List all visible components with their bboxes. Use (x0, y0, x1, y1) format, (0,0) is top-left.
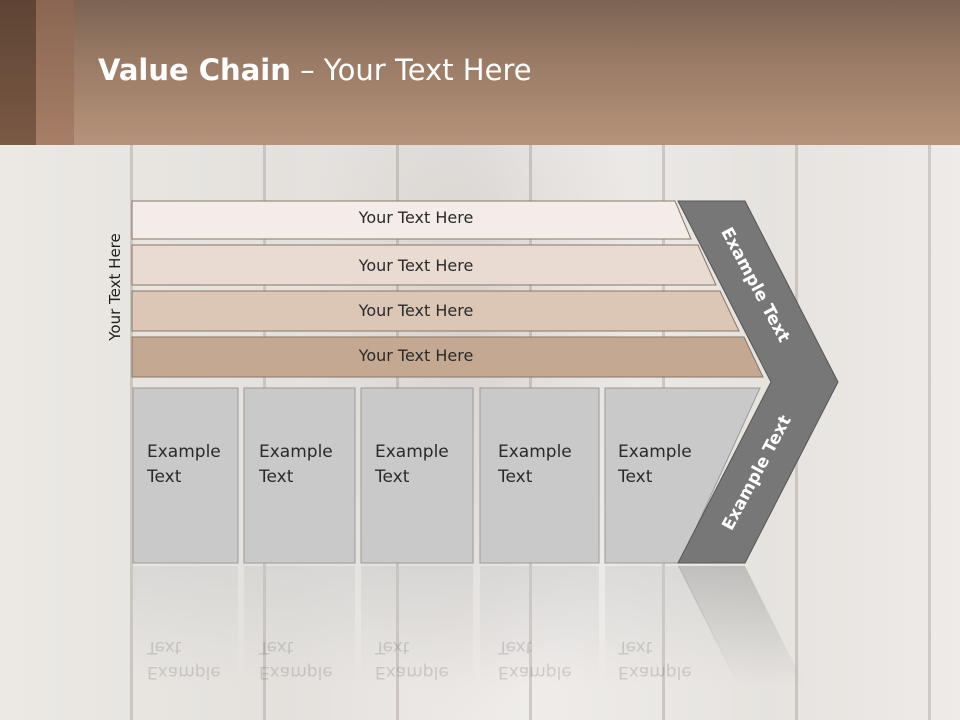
activity-card-3[interactable] (360, 387, 474, 564)
margin-chevron[interactable] (677, 200, 839, 564)
bar-label-4: Your Text Here (358, 346, 474, 365)
slide-title[interactable]: Value Chain – Your Text Here (98, 53, 532, 87)
activity-card-2[interactable] (243, 387, 356, 564)
support-bar-1[interactable] (131, 200, 692, 240)
activity-card-1[interactable] (132, 387, 239, 564)
card-reflection (133, 566, 238, 686)
chevron-reflection (678, 566, 805, 686)
support-bar-4[interactable] (131, 336, 764, 378)
activity-card-4[interactable] (479, 387, 600, 564)
banner-accent-strip (36, 0, 74, 145)
card-reflection (605, 566, 740, 686)
title-rest: – Your Text Here (290, 53, 532, 87)
card-reflection (244, 566, 355, 686)
support-bar-2[interactable] (131, 244, 717, 286)
card-reflection (361, 566, 473, 686)
bar-label-2: Your Text Here (358, 256, 474, 275)
card-reflection (480, 566, 599, 686)
support-bar-3[interactable] (131, 290, 740, 332)
title-bold: Value Chain (98, 53, 291, 87)
title-banner (0, 0, 960, 145)
bar-label-1: Your Text Here (358, 208, 474, 227)
bar-label-3: Your Text Here (358, 301, 474, 320)
banner-accent-strip (0, 0, 36, 145)
